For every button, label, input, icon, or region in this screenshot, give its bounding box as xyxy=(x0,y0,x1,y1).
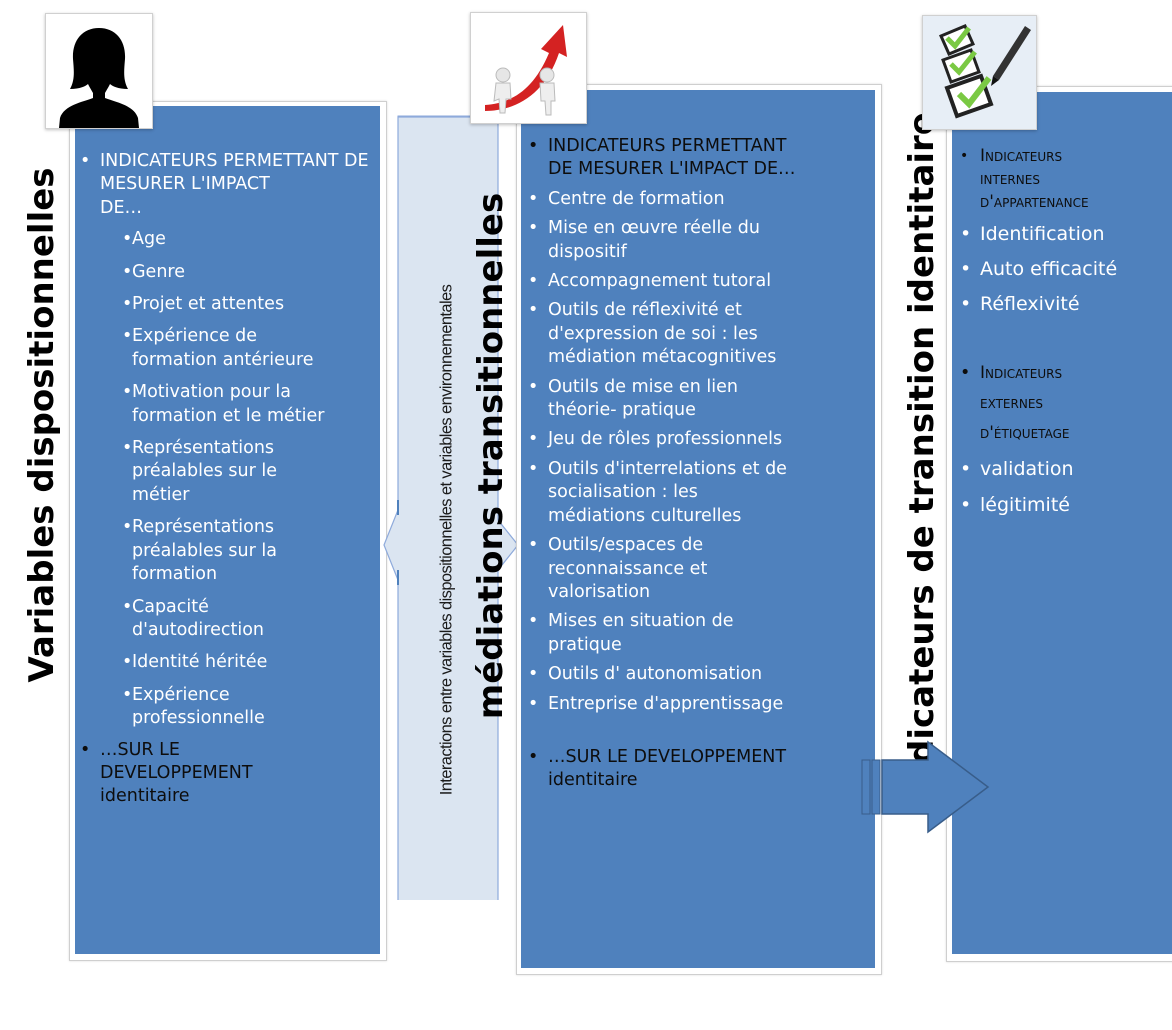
list-item: Outils/espaces de reconnaissance et valo… xyxy=(528,534,870,604)
list-item: Identification xyxy=(960,217,1170,252)
list-header: INDICATEURS PERMETTANT DE MESURER L'IMPA… xyxy=(528,135,870,182)
list-header: INDICATEURS PERMETTANT DE MESURER L'IMPA… xyxy=(80,150,375,220)
list-footer: …SUR LE DEVELOPPEMENT identitaire xyxy=(80,739,375,809)
column-dispositional-title: Variables dispositionnelles xyxy=(22,167,62,683)
list-item: Jeu de rôles professionnels xyxy=(528,428,870,452)
list-item: Accompagnement tutoral xyxy=(528,270,870,294)
list-item: Auto efficacité xyxy=(960,252,1170,287)
list-item: Identité héritée xyxy=(90,651,375,675)
list-item: Age xyxy=(90,228,375,252)
list-item: Outils de réflexivité et d'expression de… xyxy=(528,299,870,369)
figures-red-arrow-icon xyxy=(470,12,587,124)
mediations-list: INDICATEURS PERMETTANT DE MESURER L'IMPA… xyxy=(528,135,870,793)
list-footer: …SUR LE DEVELOPPEMENT identitaire xyxy=(528,746,870,793)
list-item: Genre xyxy=(90,261,375,285)
progression-arrow-icon xyxy=(861,740,990,834)
group-external-header: Indicateurs externes d'étiquetage xyxy=(960,358,1170,448)
list-item: Représentations préalables sur la format… xyxy=(90,516,375,586)
list-item: Représentations préalables sur le métier xyxy=(90,437,375,507)
connector-label: Interactions entre variables disposition… xyxy=(437,284,456,796)
list-item: Outils d'interrelations et de socialisat… xyxy=(528,458,870,528)
list-item: Outils de mise en lien théorie- pratique xyxy=(528,376,870,423)
list-item: validation xyxy=(960,451,1170,487)
list-item: Expérience de formation antérieure xyxy=(90,325,375,372)
column-mediations-title: médiations transitionnelles xyxy=(471,192,511,720)
checklist-icon xyxy=(922,15,1037,130)
list-item: légitimité xyxy=(960,487,1170,523)
list-item: Motivation pour la formation et le métie… xyxy=(90,381,375,428)
dispositional-list: INDICATEURS PERMETTANT DE MESURER L'IMPA… xyxy=(80,150,375,809)
list-item: Outils d' autonomisation xyxy=(528,663,870,687)
list-item: Projet et attentes xyxy=(90,293,375,317)
interaction-connector-body xyxy=(383,116,519,900)
list-item: Expérience professionnelle xyxy=(90,684,375,731)
person-silhouette-icon xyxy=(45,13,153,129)
list-item: Capacité d'autodirection xyxy=(90,596,375,643)
list-item: Mises en situation de pratique xyxy=(528,610,870,657)
indicators-list: Indicateurs internes d'appartenance Iden… xyxy=(960,145,1170,523)
list-item: Mise en œuvre réelle du dispositif xyxy=(528,217,870,264)
column-indicators-title: indicateurs de transition identitaire xyxy=(902,112,942,800)
list-item: Entreprise d'apprentissage xyxy=(528,693,870,717)
group-internal-header: Indicateurs internes d'appartenance xyxy=(960,145,1170,214)
list-item: Réflexivité xyxy=(960,287,1170,322)
list-item: Centre de formation xyxy=(528,188,870,212)
